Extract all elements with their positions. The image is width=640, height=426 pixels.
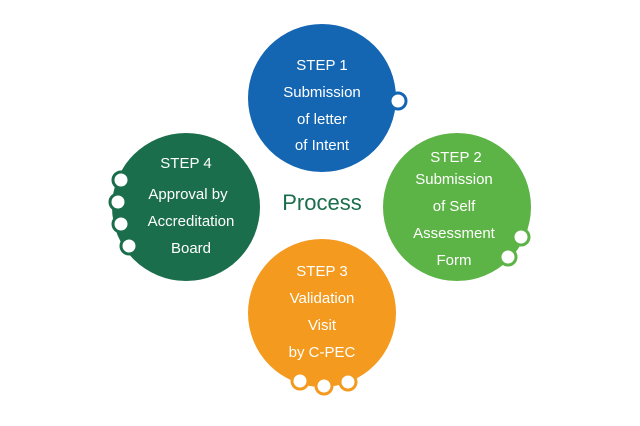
step-3-line-1: Validation [290, 290, 355, 307]
step-2-line-1: Submission [415, 171, 493, 188]
step-4-bubble-1 [111, 170, 131, 190]
step-2-line-3: Assessment [413, 225, 496, 242]
step-2-bubble-1 [511, 227, 531, 247]
step-4-bubble-2 [108, 192, 128, 212]
step-1-line-1: Submission [283, 84, 361, 101]
step-1-line-3: of Intent [295, 137, 350, 154]
step-3-line-2: Visit [308, 317, 337, 334]
step-1-node: STEP 1 Submission of letter of Intent [248, 24, 408, 172]
step-1-title: STEP 1 [296, 57, 347, 74]
step-3-line-3: by C-PEC [289, 344, 356, 361]
step-4-title: STEP 4 [160, 155, 211, 172]
step-3-bubble-1 [290, 371, 310, 391]
step-3-bubble-2 [314, 376, 334, 396]
step-2-line-2: of Self [433, 198, 476, 215]
step-1-line-2: of letter [297, 111, 347, 128]
step-3-bubble-3 [338, 372, 358, 392]
step-4-line-2: Accreditation [148, 213, 235, 230]
step-4-bubble-4 [119, 236, 139, 256]
step-1-bubble [388, 91, 408, 111]
step-4-line-3: Board [171, 240, 211, 257]
step-4-node: STEP 4 Approval by Accreditation Board [108, 133, 260, 281]
step-3-node: STEP 3 Validation Visit by C-PEC [248, 239, 396, 396]
step-1-circle [248, 24, 396, 172]
step-2-node: STEP 2 Submission of Self Assessment For… [383, 133, 531, 281]
step-4-bubble-3 [111, 214, 131, 234]
step-2-circle [383, 133, 531, 281]
center-label: Process [282, 190, 361, 215]
step-4-line-1: Approval by [148, 186, 228, 203]
step-3-title: STEP 3 [296, 263, 347, 280]
step-2-line-4: Form [437, 252, 472, 269]
step-3-circle [248, 239, 396, 387]
step-2-title: STEP 2 [430, 149, 481, 166]
step-2-bubble-2 [498, 247, 518, 267]
step-4-circle [112, 133, 260, 281]
